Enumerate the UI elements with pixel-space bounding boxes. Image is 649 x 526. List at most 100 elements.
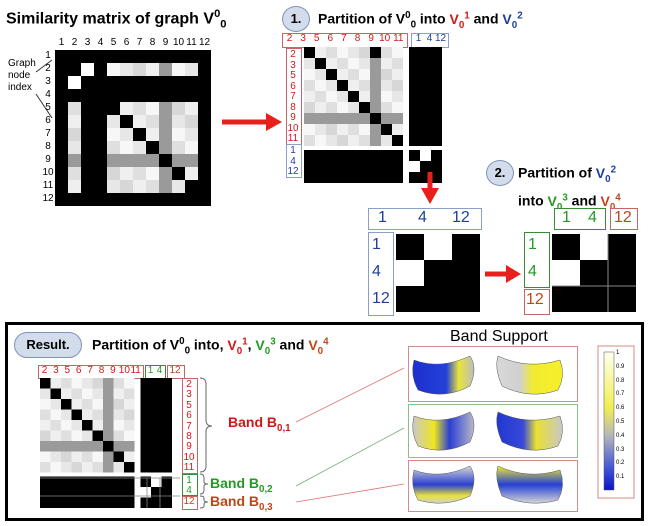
similarity-col-tick: 4	[97, 37, 104, 48]
result-col-tick: 2	[41, 365, 48, 376]
step1-col-tick: 7	[341, 33, 347, 44]
step1-cell	[392, 150, 403, 161]
step1-cell	[381, 124, 392, 135]
result-row-tick: 4	[186, 484, 192, 496]
similarity-cell	[120, 76, 133, 89]
step1-cell	[337, 69, 348, 80]
step1-cell	[409, 80, 420, 91]
step1-col-tick: 6	[327, 33, 334, 44]
step1-cell	[348, 69, 359, 80]
step1-cell	[431, 172, 442, 183]
result-cell	[40, 388, 51, 399]
band-b03-label: Band B0,3	[210, 493, 273, 513]
step1-row-tick: 2	[290, 49, 296, 60]
result-cell	[151, 476, 162, 487]
result-row-tick: 10	[183, 451, 195, 463]
result-cell	[140, 451, 151, 462]
result-cell	[61, 476, 72, 487]
sub-row-ticks-box	[368, 232, 394, 316]
result-cell	[161, 388, 172, 399]
similarity-cell	[68, 89, 81, 102]
step1-cell	[337, 47, 348, 58]
step1-cell	[326, 113, 337, 124]
result-cell	[92, 430, 103, 441]
step1-cell	[431, 135, 442, 146]
step1-cell	[431, 161, 442, 172]
result-row-tick: 5	[186, 399, 192, 411]
similarity-cell	[120, 141, 133, 154]
similarity-matrix	[55, 50, 211, 206]
band-b01-label: Band B0,1	[228, 414, 291, 434]
similarity-cell	[94, 50, 107, 63]
result-cell	[140, 430, 151, 441]
step1-cell	[304, 172, 315, 183]
step1-cell	[409, 124, 420, 135]
result-cell	[140, 462, 151, 473]
result-row-tick: 11	[183, 462, 195, 474]
similarity-cell	[146, 180, 159, 193]
result-col-tick: 5	[64, 365, 71, 376]
similarity-cell	[107, 102, 120, 115]
similarity-cell	[159, 154, 172, 167]
step1-cell	[381, 69, 392, 80]
result-cell	[82, 378, 93, 389]
step1-cell	[409, 161, 420, 172]
result-cell	[92, 420, 103, 431]
result-cell	[151, 378, 162, 389]
similarity-cell	[198, 193, 211, 206]
similarity-cell	[120, 50, 133, 63]
step1-cell	[392, 47, 403, 58]
result-cell	[82, 399, 93, 410]
step1-row-tick: 1	[290, 145, 296, 156]
step1-cell	[326, 69, 337, 80]
similarity-col-tick: 12	[198, 37, 211, 48]
similarity-row-tick: 8	[45, 141, 51, 152]
similarity-cell	[55, 167, 68, 180]
similarity-cell	[68, 180, 81, 193]
step1-cell	[420, 161, 431, 172]
result-cell	[113, 409, 124, 420]
step1-cell	[381, 58, 392, 69]
result-cell	[124, 476, 135, 487]
similarity-cell	[198, 154, 211, 167]
result-cell	[82, 451, 93, 462]
similarity-cell	[185, 167, 198, 180]
result-cell	[40, 441, 51, 452]
similarity-col-tick: 2	[71, 37, 78, 48]
result-cell	[71, 497, 82, 508]
step2-after-cell	[552, 260, 580, 286]
step1-cell	[392, 172, 403, 183]
result-col-tick: 4	[156, 365, 163, 376]
graph-node-index-label: Graph node index	[8, 58, 36, 93]
step1-row-tick: 12	[287, 166, 299, 177]
similarity-cell	[133, 180, 146, 193]
step1-cell	[370, 113, 381, 124]
step1-col-tick: 4	[426, 33, 433, 44]
result-title: Partition of V00 into, V01, V03 and V04	[92, 336, 329, 357]
result-badge: Result.	[14, 332, 82, 358]
result-cell	[61, 487, 72, 498]
similarity-cell	[55, 180, 68, 193]
step1-cell	[420, 113, 431, 124]
result-col-tick: 10	[118, 365, 130, 376]
result-cell	[151, 497, 162, 508]
similarity-cell	[133, 154, 146, 167]
step1-cell	[420, 150, 431, 161]
similarity-cell	[107, 193, 120, 206]
similarity-cell	[198, 115, 211, 128]
similarity-cell	[198, 141, 211, 154]
step1-cell	[420, 80, 431, 91]
step1-cell	[337, 113, 348, 124]
similarity-cell	[120, 63, 133, 76]
step1-cell	[326, 161, 337, 172]
similarity-cell	[81, 76, 94, 89]
similarity-cell	[81, 115, 94, 128]
step1-cell	[392, 161, 403, 172]
result-cell	[61, 420, 72, 431]
step1-cell	[381, 172, 392, 183]
similarity-cell	[55, 115, 68, 128]
similarity-cell	[146, 76, 159, 89]
colorbar-tick: 1	[616, 350, 620, 356]
step1-cell	[326, 124, 337, 135]
similarity-cell	[172, 141, 185, 154]
